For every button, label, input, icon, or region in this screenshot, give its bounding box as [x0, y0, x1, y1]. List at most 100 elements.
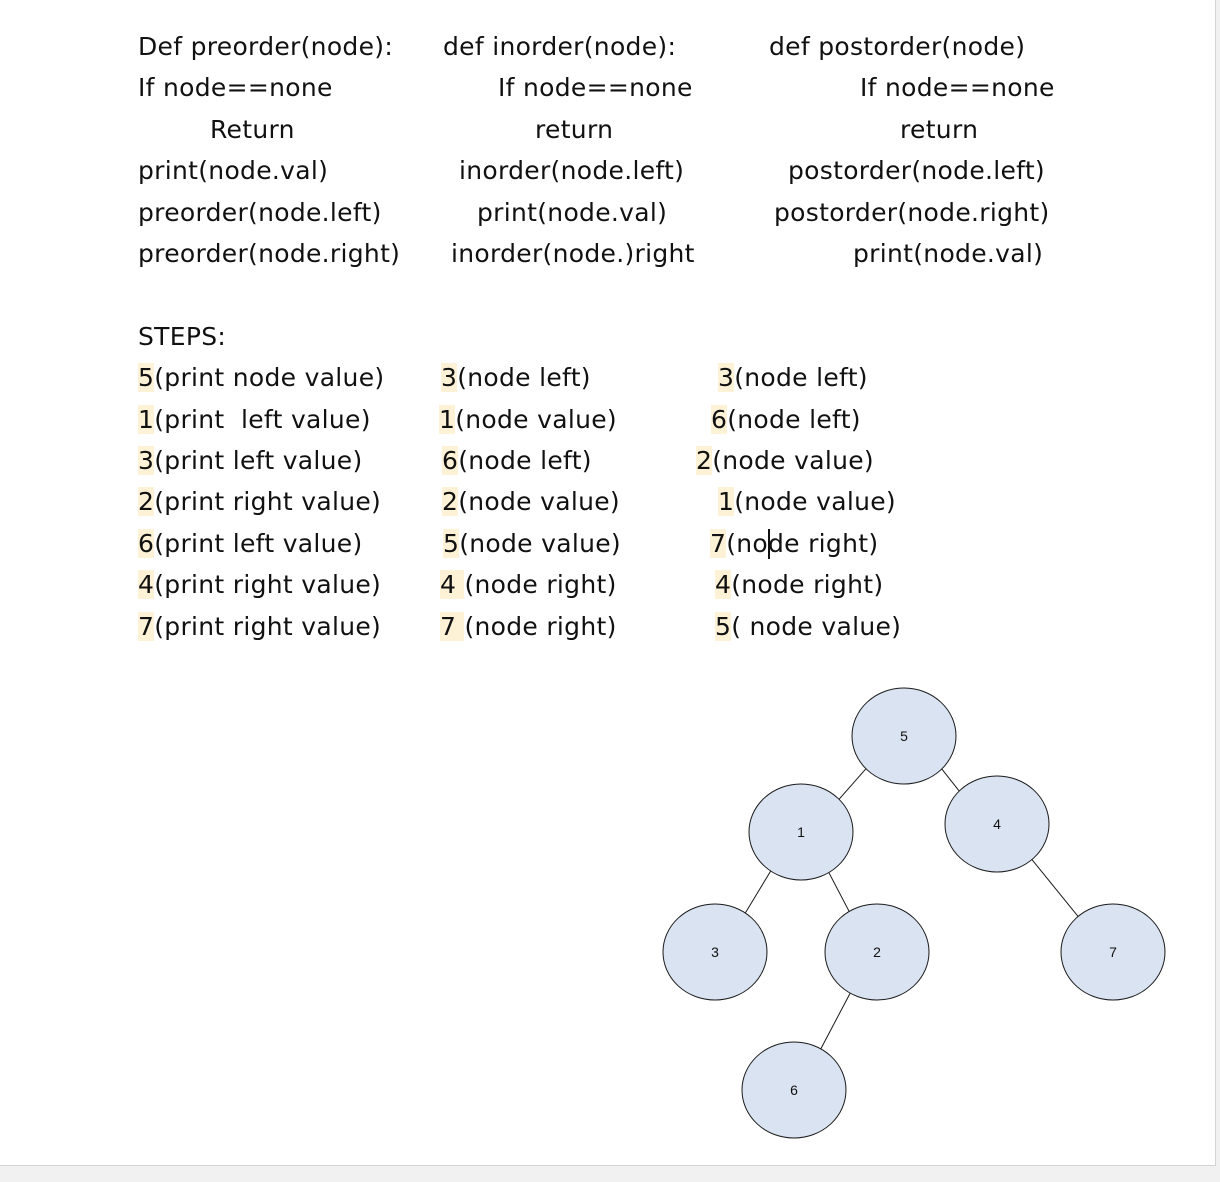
step-number: 7 [710, 529, 727, 558]
step-item: 3(node left) [718, 363, 868, 393]
tree-node: 1 [748, 783, 854, 881]
step-text: (node left) [458, 446, 592, 475]
step-item: 5(node value) [443, 529, 621, 559]
step-number: 7 [138, 612, 155, 641]
tree-node-label: 3 [711, 944, 719, 960]
step-item: 3(print left value) [138, 446, 363, 476]
code-line: If node==none [138, 73, 333, 102]
step-item: 3(node left) [441, 363, 591, 393]
step-item: 2(node value) [442, 487, 620, 517]
code-line: print(node.val) [138, 156, 329, 185]
step-number: 4 [138, 570, 155, 599]
step-number: 2 [696, 446, 713, 475]
tree-node-circle [851, 687, 957, 785]
tree-node-circle [824, 903, 930, 1001]
code-line: print(node.val) [853, 239, 1044, 268]
tree-node: 4 [944, 775, 1050, 873]
tree-node-circle [944, 775, 1050, 873]
tree-node-label: 5 [900, 728, 908, 744]
tree-node-circle [741, 1041, 847, 1139]
step-text: (print right value) [154, 612, 382, 641]
step-item: 5(print node value) [138, 363, 384, 393]
tree-node-label: 7 [1109, 944, 1117, 960]
step-item: 2(node value) [696, 446, 874, 476]
step-number: 5 [443, 529, 460, 558]
step-number: 2 [138, 487, 155, 516]
step-item: 7 (node right) [440, 612, 617, 642]
tree-edge [838, 768, 867, 800]
step-number: 4 [440, 570, 465, 599]
code-line: postorder(node.left) [788, 156, 1045, 185]
tree-edge [744, 870, 772, 914]
code-line: return [535, 115, 614, 144]
step-number: 1 [439, 405, 456, 434]
step-number: 5 [715, 612, 732, 641]
tree-node: 6 [741, 1041, 847, 1139]
step-number: 6 [711, 405, 728, 434]
tree-node: 3 [662, 903, 768, 1001]
code-line: preorder(node.right) [138, 239, 401, 268]
step-item: 6(node left) [442, 446, 592, 476]
code-line: inorder(node.)right [451, 239, 695, 268]
tree-edge [1031, 859, 1079, 917]
tree-edge [828, 872, 850, 912]
step-text: (node right) [464, 612, 617, 641]
code-line: inorder(node.left) [459, 156, 685, 185]
step-number: 5 [138, 363, 155, 392]
tree-node: 5 [851, 687, 957, 785]
tree-node: 2 [824, 903, 930, 1001]
step-item: 1(node value) [439, 405, 617, 435]
step-text: (node value) [455, 405, 617, 434]
step-item: 4 (node right) [440, 570, 617, 600]
code-line: print(node.val) [477, 198, 668, 227]
step-text: ( node value) [731, 612, 902, 641]
tree-node-circle [1060, 903, 1166, 1001]
step-item: 6(print left value) [138, 529, 363, 559]
step-number: 6 [442, 446, 459, 475]
code-line: Def preorder(node): [138, 32, 394, 61]
step-item: 7(print right value) [138, 612, 381, 642]
step-number: 3 [441, 363, 458, 392]
code-line: def postorder(node) [769, 32, 1026, 61]
step-text: (print right value) [154, 570, 382, 599]
step-number: 2 [442, 487, 459, 516]
step-text: (node left) [457, 363, 591, 392]
step-text: (node right) [464, 570, 617, 599]
tree-node-label: 2 [873, 944, 881, 960]
step-item: 4(print right value) [138, 570, 381, 600]
step-number: 6 [138, 529, 155, 558]
step-number: 4 [715, 570, 732, 599]
step-text: (node value) [712, 446, 874, 475]
step-number: 1 [138, 405, 155, 434]
code-line: return [900, 115, 979, 144]
code-line: postorder(node.right) [774, 198, 1050, 227]
step-text: (print right value) [154, 487, 382, 516]
step-item: 5( node value) [715, 612, 901, 642]
step-item: 2(print right value) [138, 487, 381, 517]
step-item: 1(print left value) [138, 405, 371, 435]
step-item: 1(node value) [718, 487, 896, 517]
step-text: (node value) [458, 487, 620, 516]
tree-node-circle [662, 903, 768, 1001]
step-text: (node value) [734, 487, 896, 516]
tree-node: 7 [1060, 903, 1166, 1001]
step-text: (print left value) [154, 405, 371, 434]
code-line: If node==none [498, 73, 693, 102]
step-text: (node value) [459, 529, 621, 558]
tree-edges [744, 768, 1079, 1050]
step-text: (node left) [727, 405, 861, 434]
step-number: 3 [138, 446, 155, 475]
step-text: (node left) [734, 363, 868, 392]
code-line: If node==none [860, 73, 1055, 102]
code-line: def inorder(node): [443, 32, 677, 61]
tree-edge [820, 992, 851, 1050]
step-item: 4(node right) [715, 570, 883, 600]
code-line: preorder(node.left) [138, 198, 382, 227]
text-cursor [768, 529, 770, 559]
step-text: (print left value) [154, 446, 363, 475]
tree-edge [941, 768, 960, 792]
step-number: 7 [440, 612, 465, 641]
step-number: 1 [718, 487, 735, 516]
step-item: 7(node right) [710, 529, 878, 559]
